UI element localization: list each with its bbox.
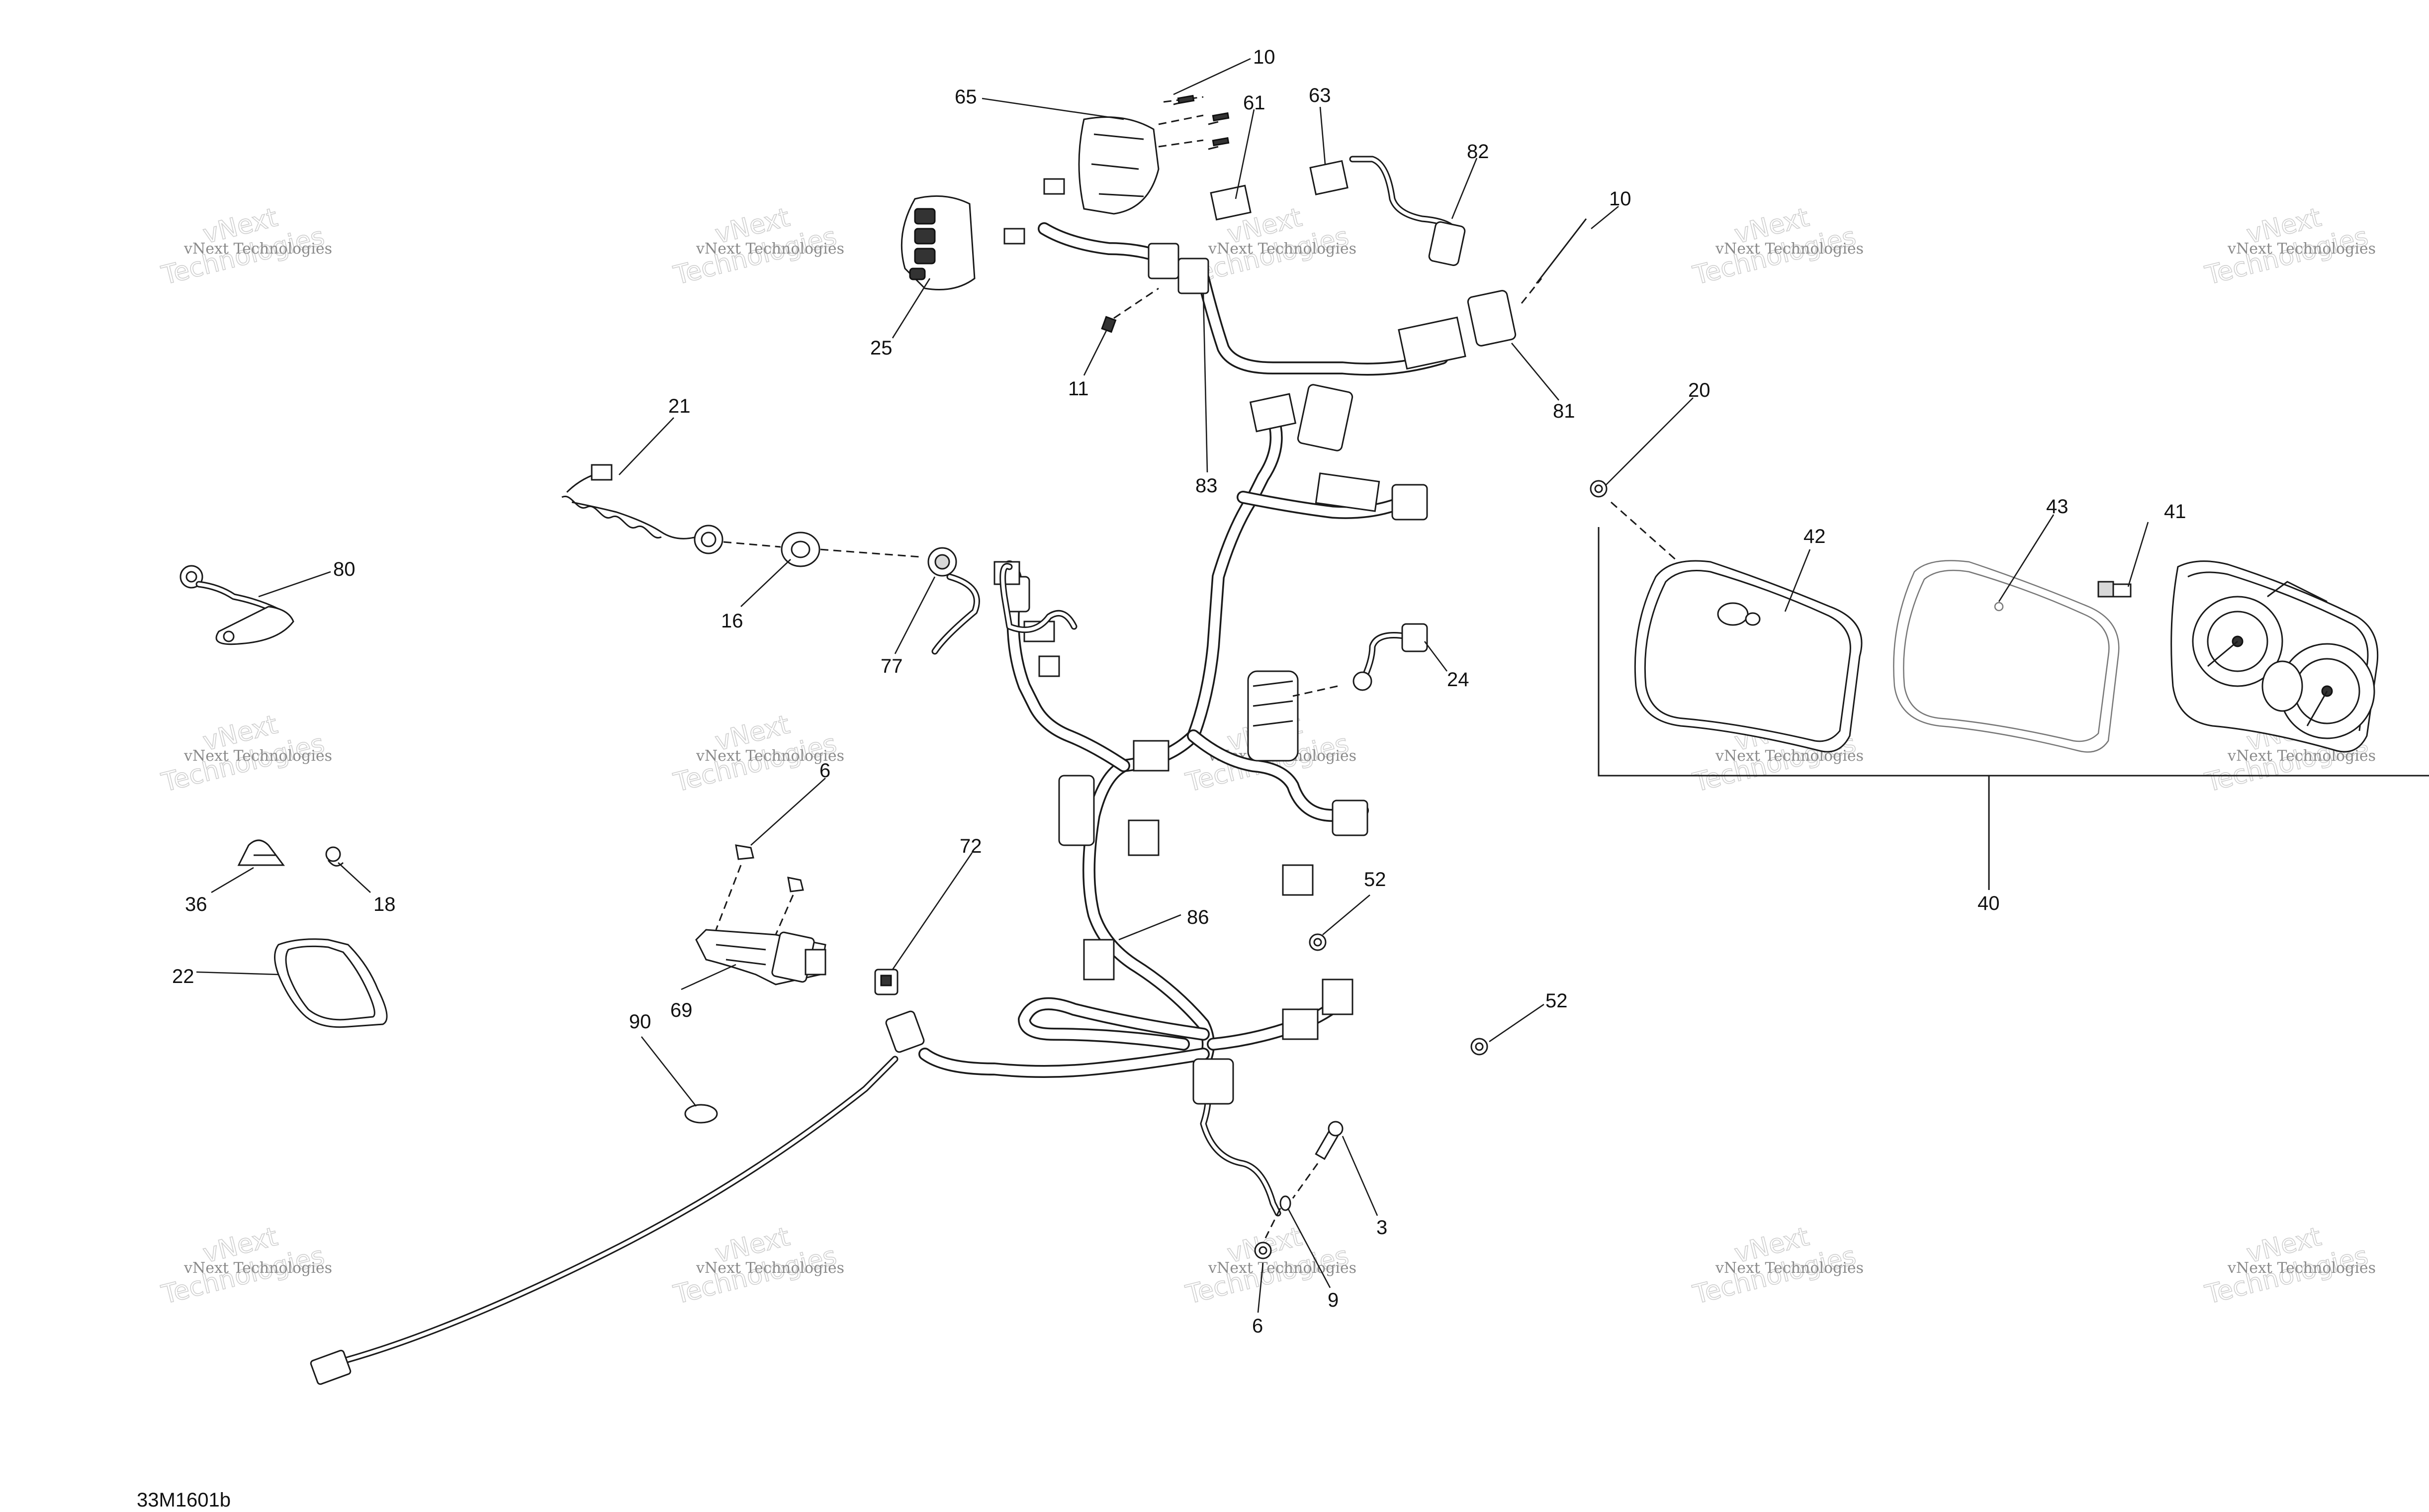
watermark: Technologies vNext vNext Technologies (2202, 1222, 2376, 1311)
callout-label: 21 (668, 395, 691, 417)
svg-text:vNext Technologies: vNext Technologies (183, 1259, 332, 1277)
upper-harness[interactable] (1038, 156, 1587, 376)
callout-label: 18 (373, 893, 396, 915)
instrument-cluster-40[interactable] (1598, 527, 2429, 890)
callout-label: 81 (1553, 400, 1575, 422)
watermark: Technologies vNext vNext Technologies (158, 202, 332, 291)
nut-52-b[interactable] (1470, 1038, 1488, 1056)
main-harness[interactable] (310, 384, 1428, 1385)
callout-label: 61 (1243, 92, 1265, 114)
gasket-22[interactable] (274, 938, 388, 1028)
callout-label: 9 (1328, 1289, 1339, 1311)
callout-label: 69 (670, 999, 693, 1021)
watermark: Technologies vNext vNext Technologies (670, 1222, 844, 1311)
callout-label: 11 (1068, 378, 1089, 400)
leader-lines (196, 58, 2149, 1313)
callout-label: 65 (955, 86, 977, 108)
callout-label: 10 (1609, 188, 1631, 210)
callout-label: 43 (2046, 496, 2069, 518)
svg-text:vNext Technologies: vNext Technologies (696, 240, 844, 258)
clip-18[interactable] (325, 846, 344, 867)
clip-36[interactable] (237, 839, 285, 866)
watermark: Technologies vNext vNext Technologies (158, 1222, 332, 1311)
nut-6-bottom[interactable] (1254, 1242, 1272, 1259)
watermark: Technologies vNext vNext Technologies (2202, 202, 2376, 291)
callout-labels: 10 65 61 63 82 10 25 11 83 81 21 20 80 1… (172, 46, 2186, 1337)
svg-text:vNext Technologies: vNext Technologies (1715, 240, 1864, 258)
nut-52-a[interactable] (1309, 933, 1327, 951)
svg-text:vNext Technologies: vNext Technologies (2227, 240, 2376, 258)
callout-label: 77 (881, 655, 903, 677)
svg-text:vNext Technologies: vNext Technologies (1208, 1259, 1356, 1277)
drawing-code: 33M1601b (137, 1489, 231, 1511)
svg-text:vNext Technologies: vNext Technologies (1208, 240, 1356, 258)
callout-label: 42 (1803, 526, 1826, 547)
svg-text:vNext Technologies: vNext Technologies (2227, 1259, 2376, 1277)
callout-label: 80 (333, 558, 356, 580)
svg-text:vNext Technologies: vNext Technologies (1715, 747, 1864, 765)
callout-label: 16 (721, 610, 743, 632)
svg-text:vNext Technologies: vNext Technologies (183, 747, 332, 765)
callout-label: 82 (1467, 141, 1489, 163)
callout-label: 83 (1195, 475, 1218, 497)
coiled-cable-21[interactable] (561, 464, 781, 554)
callout-label: 6 (1252, 1315, 1263, 1337)
watermark: Technologies vNext vNext Technologies (1690, 1222, 1864, 1311)
bolt-3[interactable] (1292, 1121, 1344, 1199)
watermark: Technologies vNext vNext Technologies (670, 202, 844, 291)
sensor-24[interactable] (1292, 623, 1428, 697)
callout-label: 41 (2164, 501, 2186, 523)
svg-text:vNext Technologies: vNext Technologies (183, 240, 332, 258)
svg-text:vNext Technologies: vNext Technologies (696, 747, 844, 765)
svg-text:vNext Technologies: vNext Technologies (1715, 1259, 1864, 1277)
sensor-cable-77[interactable] (927, 547, 980, 655)
callout-label: 40 (1978, 892, 2000, 914)
callout-label: 63 (1309, 85, 1331, 106)
callout-label: 22 (172, 966, 194, 987)
grommet-16[interactable] (781, 532, 920, 567)
switch-housing-assembly[interactable] (900, 94, 1230, 290)
nut-20[interactable] (1590, 480, 1701, 583)
callout-label: 10 (1253, 46, 1275, 68)
sticker-90[interactable] (684, 1104, 718, 1124)
callout-label: 52 (1364, 869, 1386, 890)
svg-text:vNext Technologies: vNext Technologies (696, 1259, 844, 1277)
callout-label: 6 (819, 760, 830, 782)
callout-label: 25 (870, 337, 893, 359)
clip-72[interactable] (874, 969, 899, 995)
ground-cable-80[interactable] (180, 565, 294, 645)
callout-label: 52 (1545, 990, 1568, 1012)
callout-label: 20 (1688, 379, 1710, 401)
callout-label: 36 (185, 893, 207, 915)
callout-label: 72 (960, 835, 982, 857)
callout-label: 24 (1447, 669, 1469, 691)
callout-label: 90 (629, 1011, 651, 1033)
watermark: Technologies vNext vNext Technologies (1690, 202, 1864, 291)
callout-label: 86 (1187, 906, 1209, 928)
washer-9[interactable] (1264, 1195, 1291, 1239)
module-69[interactable] (695, 844, 826, 985)
callout-label: 3 (1376, 1217, 1387, 1239)
watermark: Technologies vNext vNext Technologies (158, 710, 332, 799)
